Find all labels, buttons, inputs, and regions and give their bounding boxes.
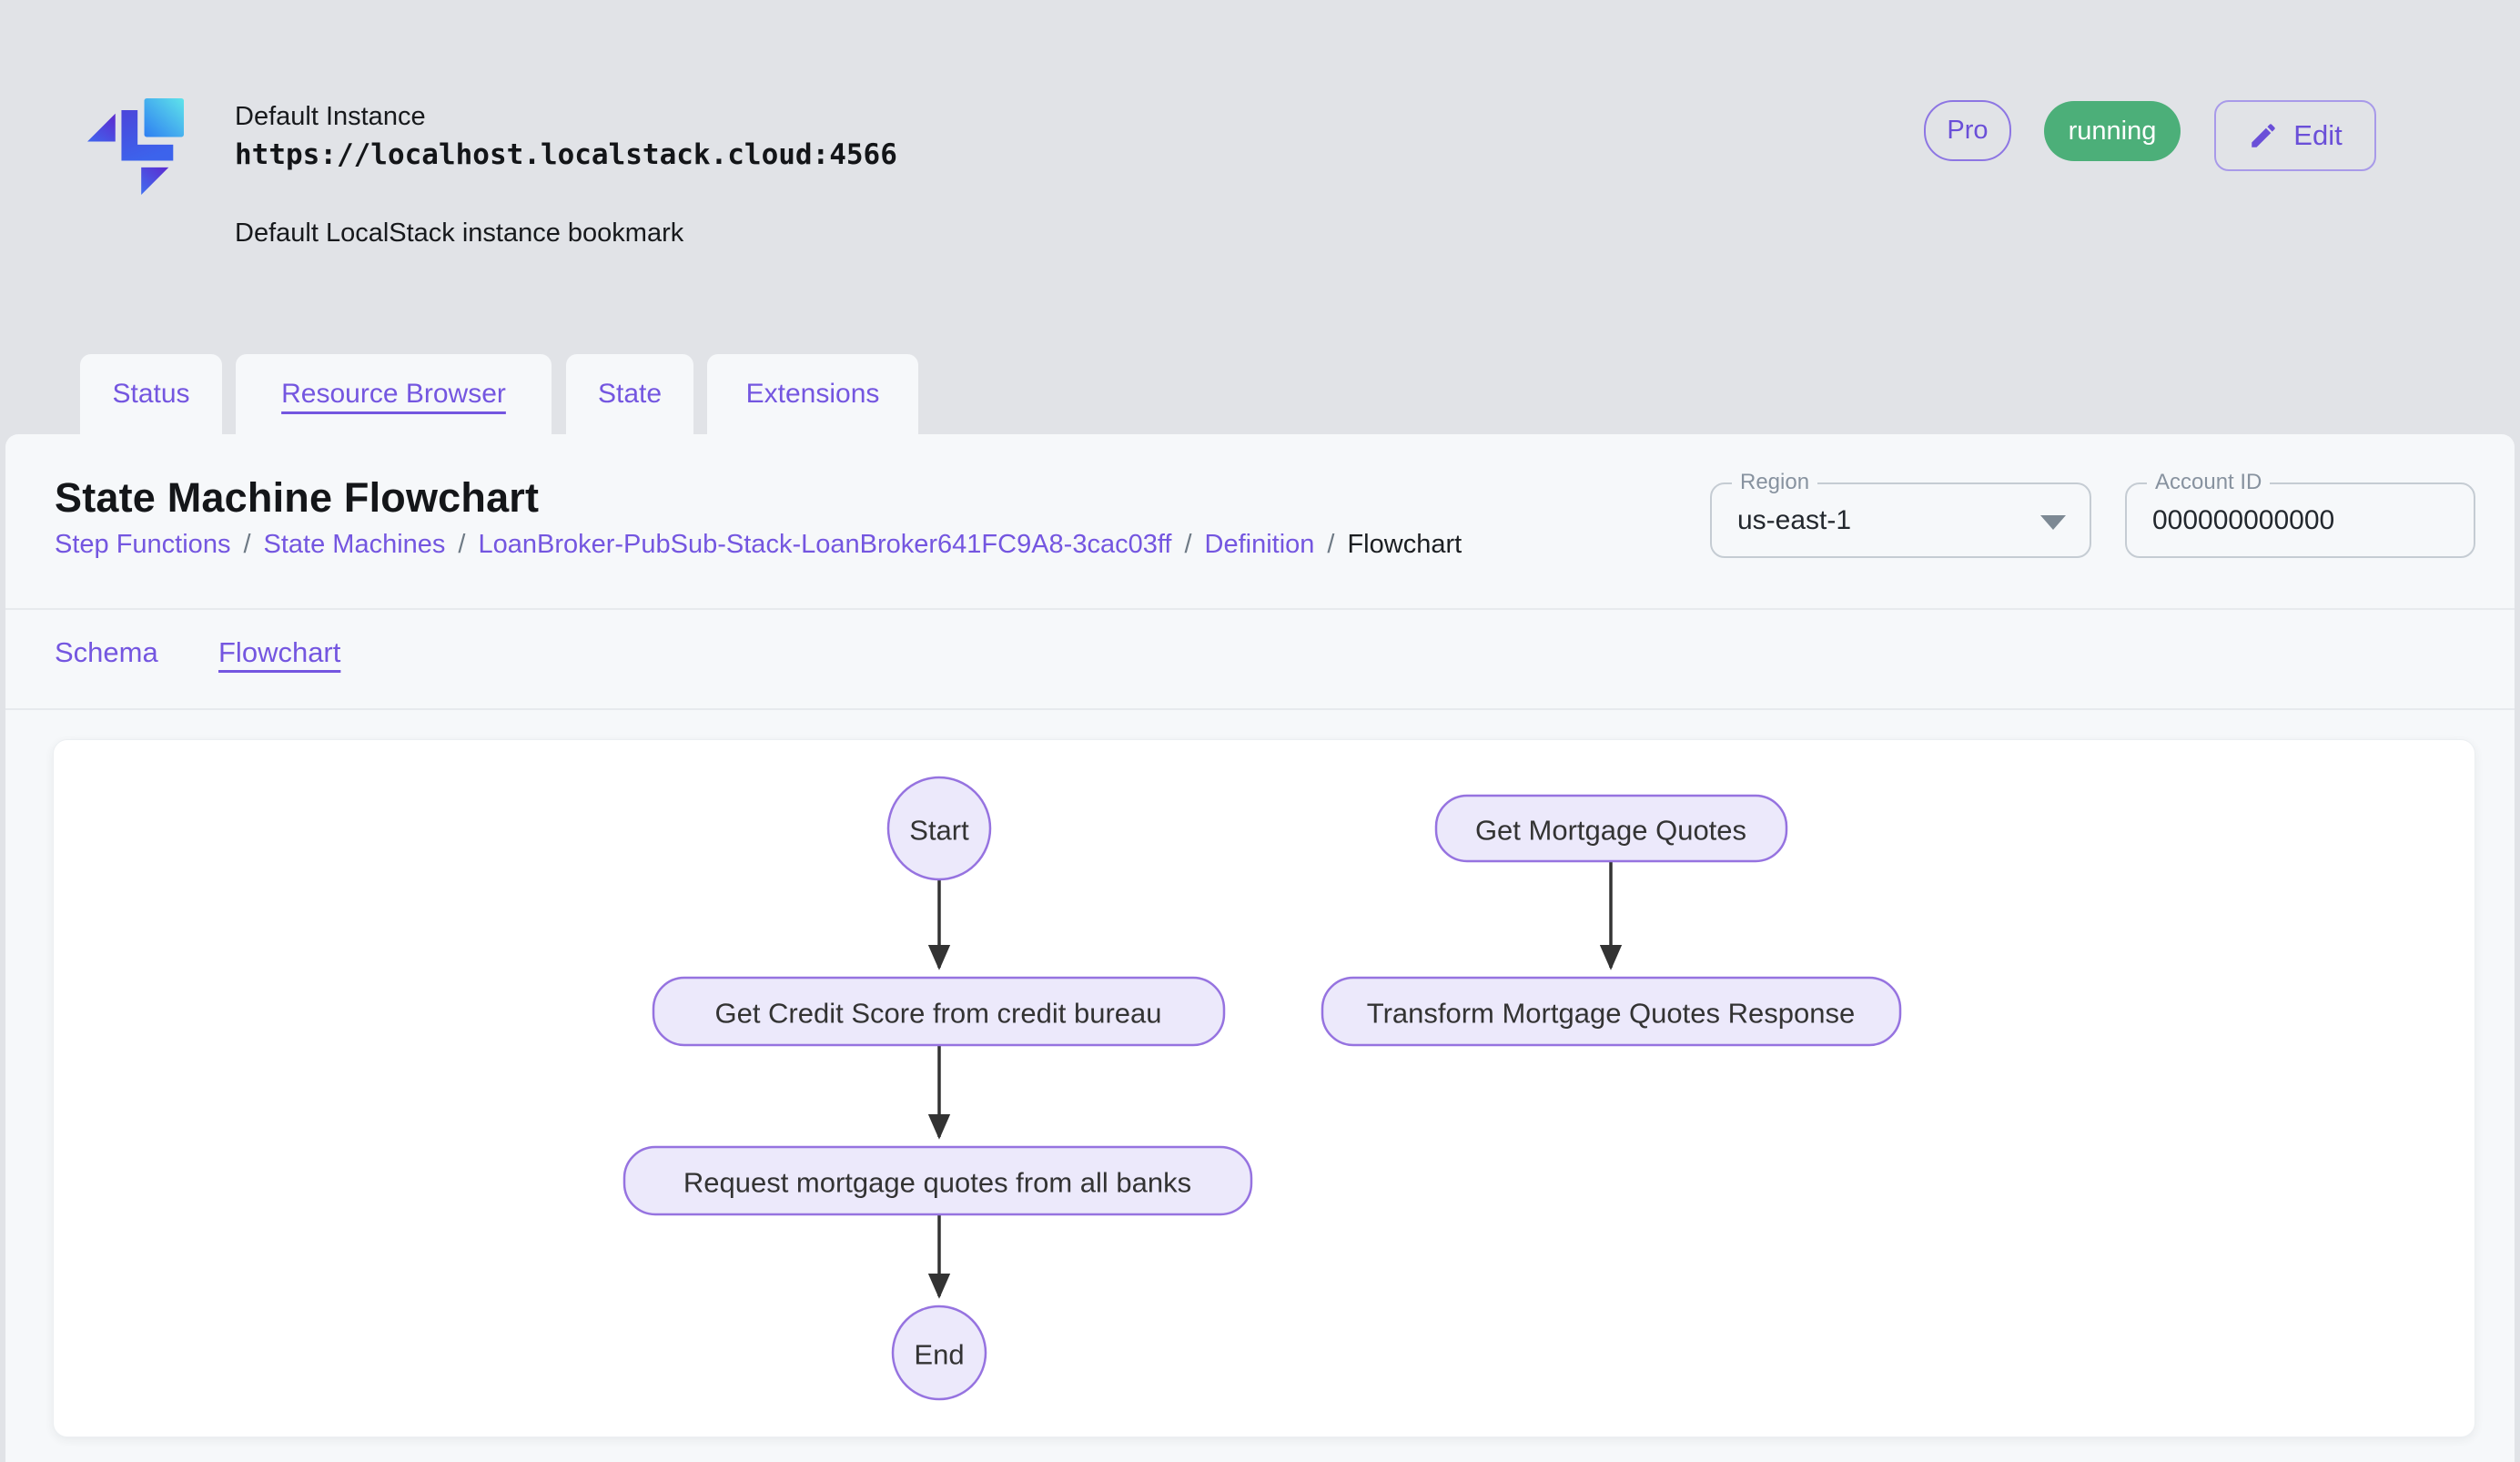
tab-state[interactable]: State <box>566 354 693 434</box>
breadcrumb-step-functions[interactable]: Step Functions <box>55 530 231 559</box>
breadcrumb: Step Functions / State Machines / LoanBr… <box>55 530 1462 560</box>
subtab-divider <box>5 708 2515 710</box>
page-title: State Machine Flowchart <box>55 474 540 521</box>
flowchart-node-transform-response-label: Transform Mortgage Quotes Response <box>1367 998 1855 1030</box>
header-divider <box>5 608 2515 610</box>
tab-extensions-label: Extensions <box>745 379 880 409</box>
flowchart-node-start <box>886 776 992 881</box>
breadcrumb-current-flowchart: Flowchart <box>1347 530 1462 559</box>
tab-status[interactable]: Status <box>80 354 222 434</box>
breadcrumb-separator: / <box>1327 530 1335 559</box>
breadcrumb-separator: / <box>1184 530 1192 559</box>
flowchart-node-end-label: End <box>914 1339 964 1371</box>
flowchart-node-transform-response <box>1321 976 1902 1047</box>
flowchart-node-get-credit-score-label: Get Credit Score from credit bureau <box>714 998 1161 1030</box>
breadcrumb-state-machines[interactable]: State Machines <box>263 530 446 559</box>
instance-description: Default LocalStack instance bookmark <box>235 218 684 248</box>
flowchart-node-request-quotes <box>622 1145 1253 1216</box>
tab-extensions[interactable]: Extensions <box>707 354 918 434</box>
account-id-input[interactable] <box>2127 484 2474 556</box>
subtab-schema[interactable]: Schema <box>55 636 158 668</box>
tab-state-label: State <box>597 379 663 409</box>
flowchart-node-end <box>891 1305 987 1401</box>
flowchart-node-get-mortgage-quotes-label: Get Mortgage Quotes <box>1475 815 1746 847</box>
pencil-icon <box>2252 124 2276 147</box>
instance-name: Default Instance <box>235 102 426 131</box>
region-select-label: Region <box>1732 470 1818 496</box>
tab-status-label: Status <box>112 379 190 409</box>
breadcrumb-state-machine-id[interactable]: LoanBroker-PubSub-Stack-LoanBroker641FC9… <box>478 530 1172 559</box>
edit-button-label: Edit <box>2293 119 2343 151</box>
state-machine-flowchart-diagram: Start Get Credit Score from credit burea… <box>622 776 1902 1401</box>
subtab-flowchart[interactable]: Flowchart <box>218 636 341 668</box>
region-select-value: us-east-1 <box>1737 504 1852 535</box>
breadcrumb-separator: / <box>243 530 251 559</box>
localstack-logo-icon <box>87 98 184 195</box>
account-id-label: Account ID <box>2147 470 2271 496</box>
instance-url: https://localhost.localstack.cloud:4566 <box>235 138 897 171</box>
flowchart-node-request-quotes-label: Request mortgage quotes from all banks <box>683 1167 1191 1199</box>
chevron-down-icon <box>2040 515 2066 530</box>
region-select[interactable]: Region us-east-1 <box>1710 470 2091 558</box>
tab-resource-browser-label: Resource Browser <box>281 379 506 409</box>
flowchart-node-get-credit-score <box>652 976 1226 1047</box>
edit-button[interactable]: Edit <box>2214 100 2376 171</box>
flowchart-node-get-mortgage-quotes <box>1434 794 1788 863</box>
breadcrumb-separator: / <box>458 530 466 559</box>
flowchart-card: Start Get Credit Score from credit burea… <box>53 739 2475 1437</box>
running-status-badge: running <box>2044 101 2181 161</box>
breadcrumb-definition[interactable]: Definition <box>1204 530 1315 559</box>
account-id-field: Account ID <box>2125 470 2475 558</box>
pro-plan-badge: Pro <box>1924 100 2011 161</box>
tab-resource-browser[interactable]: Resource Browser <box>236 354 552 434</box>
flowchart-node-start-label: Start <box>909 815 969 847</box>
resource-browser-panel: State Machine Flowchart Step Functions /… <box>5 434 2515 1462</box>
